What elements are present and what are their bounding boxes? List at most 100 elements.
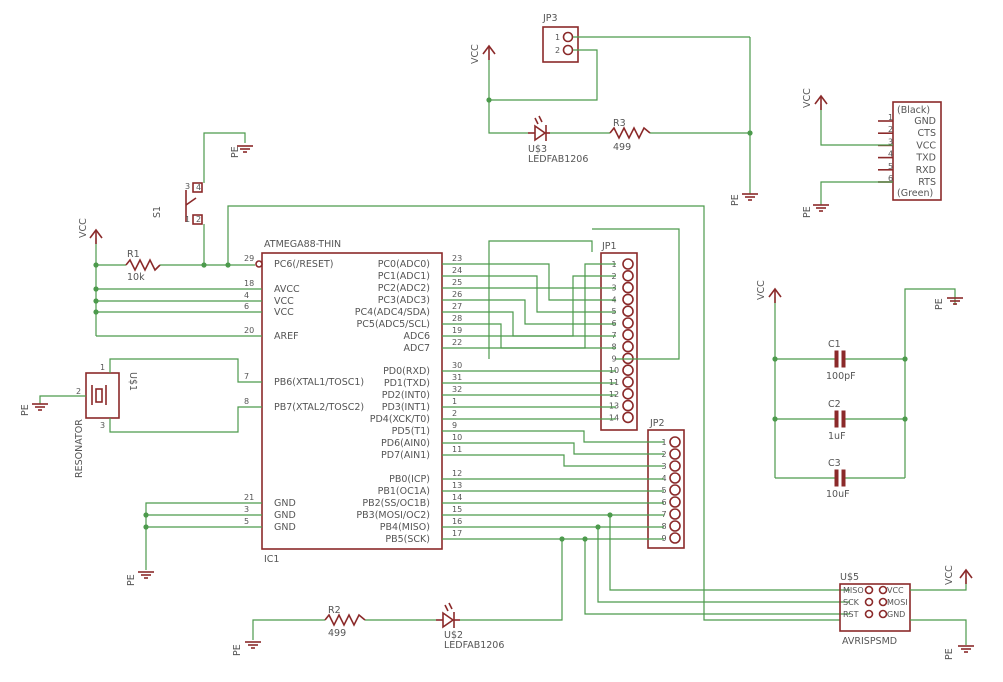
junction: [93, 262, 99, 268]
ic1-pin-number: 14: [452, 493, 462, 502]
jp1-pin: [622, 317, 634, 329]
junction: [582, 536, 588, 542]
ic1-pin-number: 9: [452, 421, 457, 430]
s1-switch: 3 4 1 2 S1: [152, 132, 840, 621]
jp1-pin: [622, 281, 634, 294]
ic1-pin-number: 5: [244, 517, 249, 526]
ic1-pin-number: 7: [244, 372, 249, 381]
jp2-name: JP2: [649, 418, 665, 429]
c1-plate: [834, 350, 839, 368]
wire: [442, 263, 616, 349]
wire: [109, 358, 262, 383]
ic1-pin-label: AVCC: [274, 284, 300, 295]
junction: [607, 512, 613, 518]
junction: [595, 524, 601, 530]
wire: [910, 578, 967, 591]
vcc-label: VCC: [802, 88, 813, 108]
jp1-body: [600, 252, 638, 431]
junction: [143, 512, 149, 518]
r1-body: [125, 258, 161, 272]
jp1-pin-number: 14: [609, 413, 619, 422]
jp1-pin-number: 13: [609, 402, 619, 411]
vcc-label: VCC: [470, 44, 481, 64]
jp1-pin: [622, 399, 634, 412]
ic1-pin-label: AREF: [274, 331, 299, 342]
wire: [442, 275, 616, 313]
ic1-pin-label: PB3(MOSI/OC2): [356, 510, 430, 521]
gnd-label: PE: [230, 146, 241, 158]
led2-arrows: [444, 602, 453, 612]
r3-value: 499: [613, 142, 631, 153]
s1-pin-3-box: [192, 182, 203, 193]
r3-name: R3: [613, 118, 626, 129]
wire: [252, 619, 325, 640]
ftdi-pin-label: RTS: [918, 177, 936, 188]
c3-plate: [841, 469, 846, 487]
ic1-pin-label: PB0(ICP): [389, 474, 430, 485]
ic1-pin-label: PD6(AIN0): [381, 438, 430, 449]
jp3-pin-1: [562, 31, 574, 43]
vcc-label: VCC: [756, 280, 767, 300]
wire: [460, 537, 563, 621]
jp2-pin: [669, 508, 681, 520]
ic1-pin-number: 28: [452, 314, 462, 323]
resonator-pin-2: 2: [76, 387, 81, 396]
ic1-pin-label: PD7(AIN1): [381, 450, 430, 461]
ic1-pin-label: PC1(ADC1): [378, 271, 430, 282]
r2-value: 499: [328, 628, 346, 639]
ic1-pin-number: 23: [452, 254, 462, 263]
s1-actuator: [185, 197, 197, 206]
wire: [597, 527, 850, 603]
gnd-label: PE: [232, 644, 243, 656]
jp1-pin-number: 9: [611, 354, 616, 363]
wire: [488, 60, 528, 134]
ic1-pin-number: 12: [452, 469, 462, 478]
ic1-pin-label: VCC: [274, 296, 294, 307]
c2-name: C2: [828, 399, 841, 410]
ic1-pin-label: ADC6: [404, 331, 431, 342]
jp2-pin: [669, 496, 681, 508]
isp-pin-label: MISO: [843, 586, 864, 595]
ftdi-pin-label: GND: [914, 116, 936, 127]
capacitor-bank: C1 100pF C2 1uF C3 10uF: [772, 288, 956, 500]
ic1-pin-label: PC6(/RESET): [274, 259, 333, 270]
ic1-pin-number: 3: [244, 505, 249, 514]
jp1-pin-number: 12: [609, 390, 619, 399]
wire: [904, 288, 956, 478]
c2-value: 1uF: [828, 431, 846, 442]
isp-pin-label: MOSI: [887, 598, 908, 607]
ftdi-pin-label: TXD: [915, 153, 936, 164]
resonator-pin-1: 1: [100, 363, 105, 372]
ic1-pin-number: 26: [452, 290, 462, 299]
led2-value: LEDFAB1206: [444, 640, 504, 651]
wire: [442, 454, 664, 467]
jp1-name: JP1: [601, 241, 617, 252]
ftdi-pin-number: 4: [888, 150, 893, 159]
ic1-pin-number: 10: [452, 433, 462, 442]
vcc-label: VCC: [944, 565, 955, 585]
ic1-pin-label: PB6(XTAL1/TOSC1): [274, 377, 364, 388]
ic1-pin-number: 29: [244, 254, 254, 263]
c1-name: C1: [828, 339, 841, 350]
led3-triangle: [534, 124, 547, 142]
junction: [93, 298, 99, 304]
jp1-pin: [622, 340, 634, 353]
wire: [442, 430, 664, 443]
gnd-label: PE: [934, 298, 945, 310]
gnd-label: PE: [20, 404, 31, 416]
ic1-pin-label: PC3(ADC3): [378, 295, 430, 306]
wire: [820, 104, 893, 146]
wire: [442, 275, 616, 337]
s1-pin-1: 1: [185, 215, 190, 224]
ic1-pin-label: PB2(SS/OC1B): [362, 498, 430, 509]
wire: [910, 619, 967, 645]
isp-pin-label: GND: [887, 610, 905, 619]
ftdi-pin-number: 3: [888, 137, 893, 146]
wire: [488, 240, 593, 359]
jp3-body: [542, 26, 579, 63]
signal-wiring: [442, 228, 850, 615]
jp2-pin: [669, 520, 681, 532]
